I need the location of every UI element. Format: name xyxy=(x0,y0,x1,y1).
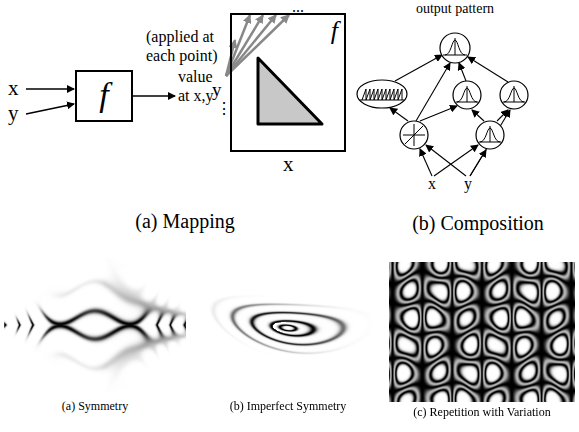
function-label: f xyxy=(83,76,125,113)
figure-caption: (b) Imperfect Symmetry xyxy=(230,400,347,413)
input-label: y xyxy=(464,175,472,193)
axis-label: x xyxy=(283,153,294,176)
function-icons xyxy=(360,38,525,146)
subfigure-caption: (b) Composition xyxy=(412,212,544,234)
output-square: f xyxy=(230,13,346,152)
input-label: x xyxy=(428,175,436,193)
symmetry-pattern xyxy=(4,258,186,392)
function-label: f xyxy=(238,17,338,46)
repetition-pattern xyxy=(389,262,575,402)
network-links xyxy=(390,55,510,176)
imperfect-symmetry-pattern xyxy=(205,268,371,388)
input-label: y xyxy=(8,102,19,125)
note-text: each point) xyxy=(146,47,218,65)
note-text: value xyxy=(178,68,213,86)
function-box: f xyxy=(75,70,133,122)
note-text: (applied at xyxy=(146,28,214,46)
axis-label: y xyxy=(212,80,222,101)
subfigure-caption: (a) Mapping xyxy=(135,210,234,232)
figure-caption: (c) Repetition with Variation xyxy=(413,406,550,419)
network-circles xyxy=(357,33,528,149)
figure-caption: (a) Symmetry xyxy=(62,400,128,413)
input-label: x xyxy=(8,77,19,100)
triangle-shape xyxy=(258,58,322,124)
ellipsis: ... xyxy=(292,0,304,16)
output-label: output pattern xyxy=(416,1,494,16)
ellipsis: ⋮ xyxy=(216,100,232,118)
note-text: at x,y xyxy=(178,87,214,105)
